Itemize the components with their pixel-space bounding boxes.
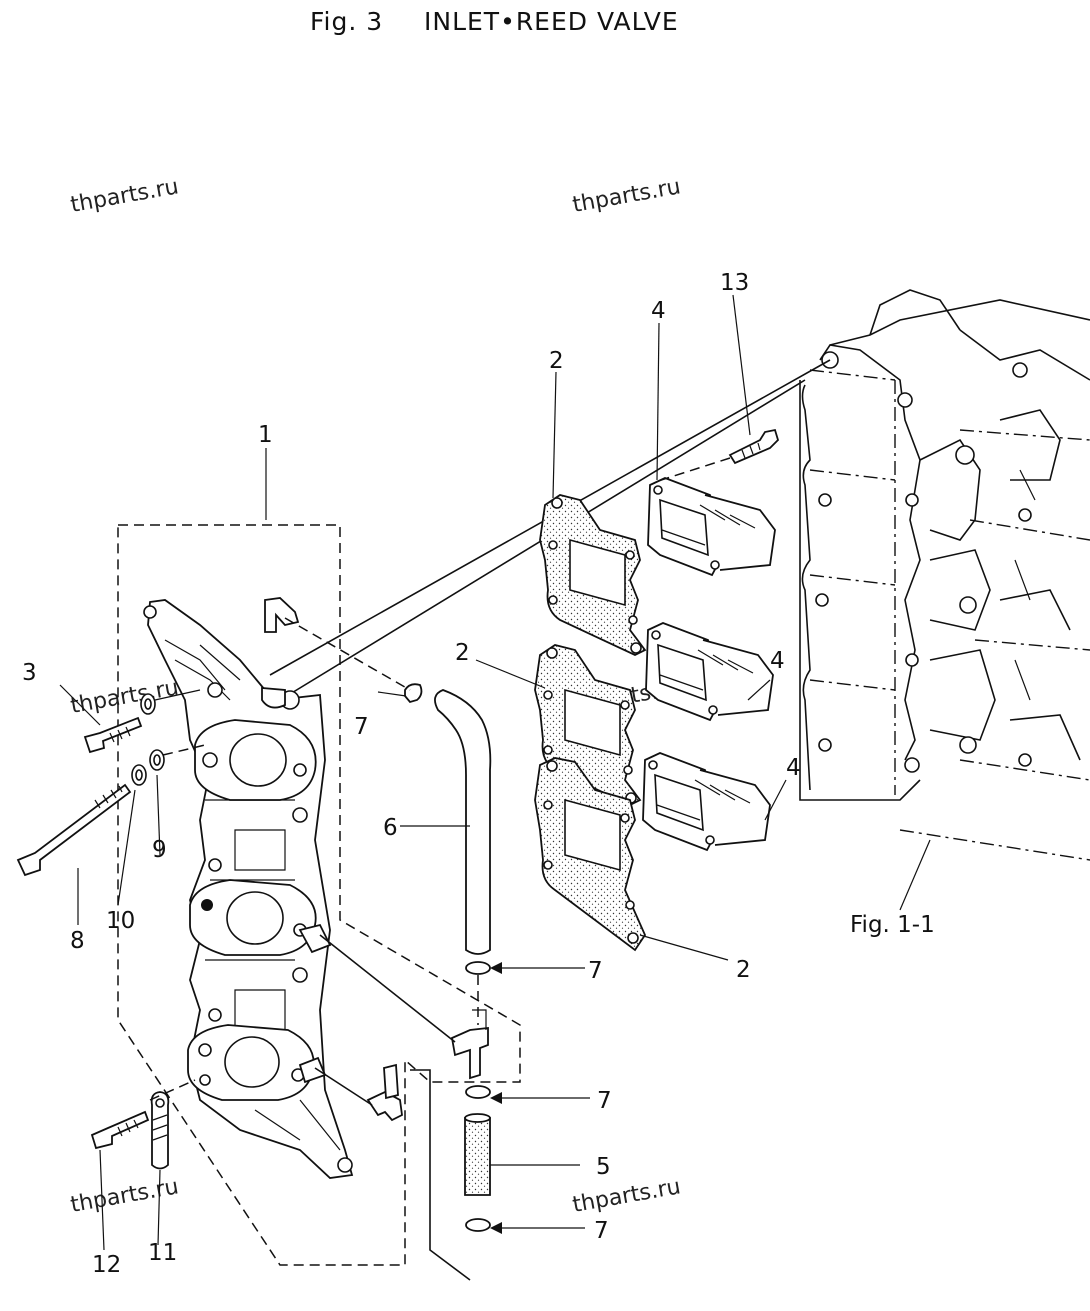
reference-label: Fig. 1-1 (850, 912, 935, 938)
guide-line (162, 744, 206, 756)
callout-5: 5 (596, 1154, 611, 1180)
guide-line (154, 689, 201, 701)
tube-5 (464, 1113, 491, 1196)
screw-13 (728, 428, 780, 465)
callout-2: 2 (549, 348, 564, 374)
guide-line (410, 1069, 471, 1281)
guide-line (654, 457, 731, 483)
callout-8: 8 (70, 928, 85, 954)
leader-lines (59, 294, 931, 1251)
guide-line (271, 379, 806, 706)
carb-flange-middle (189, 879, 317, 956)
guide-line (284, 617, 411, 691)
callout-2: 2 (736, 957, 751, 983)
callout-7: 7 (354, 714, 369, 740)
callout-10: 10 (106, 908, 135, 934)
washer-3 (140, 693, 156, 715)
gasket-2-top (539, 494, 647, 656)
figure-number: Fig. 3 (310, 7, 383, 36)
clip-7-c (465, 1218, 491, 1232)
watermark: thparts.ru (571, 174, 683, 218)
reed-valve-4-top (647, 477, 776, 577)
hose-6 (434, 689, 492, 955)
guide-line (314, 1067, 373, 1106)
bolt-8 (16, 783, 132, 877)
bolt-12 (90, 1110, 150, 1150)
assembly-boundary (117, 524, 521, 1266)
clip-7-upper (404, 683, 423, 704)
carb-flange-top (194, 719, 317, 801)
watermark: thparts.ru (69, 1174, 181, 1218)
callout-7: 7 (597, 1088, 612, 1114)
callout-12: 12 (92, 1252, 121, 1278)
callout-1: 1 (258, 422, 273, 448)
reed-valve-4-bottom (642, 752, 771, 852)
guide-line (149, 1079, 196, 1101)
washer-10 (131, 764, 147, 786)
callout-9: 9 (152, 837, 167, 863)
reed-valve-4-middle (645, 622, 774, 722)
bolt-3 (83, 716, 143, 754)
intake-manifold (143, 597, 354, 1179)
bracket-11 (150, 1091, 170, 1170)
watermark: thparts.ru (69, 174, 181, 218)
washer-9 (149, 749, 165, 771)
clip-7-b (465, 1085, 491, 1099)
figure-title: INLET•REED VALVE (424, 7, 679, 36)
callout-2: 2 (455, 640, 470, 666)
guide-line (319, 934, 456, 1043)
watermark: thparts.ru (69, 675, 181, 719)
callout-11: 11 (148, 1240, 177, 1266)
callout-7: 7 (588, 958, 603, 984)
engine-block-illustration (799, 289, 1090, 861)
gasket-2-bottom (534, 757, 647, 952)
watermark: thparts.ru (571, 1174, 683, 1218)
callout-3: 3 (22, 660, 37, 686)
callout-13: 13 (720, 270, 749, 296)
callout-6: 6 (383, 815, 398, 841)
t-joint (450, 1009, 489, 1080)
callout-4: 4 (770, 648, 785, 674)
callouts: 1 2 2 2 3 4 4 4 5 6 7 7 7 7 8 9 10 11 12… (22, 270, 935, 1278)
callout-7: 7 (594, 1218, 609, 1244)
carb-flange-bottom (187, 1024, 315, 1101)
callout-4: 4 (651, 298, 666, 324)
callout-4: 4 (786, 755, 801, 781)
clip-7-a (465, 961, 491, 975)
fitting-lower (366, 1063, 403, 1122)
